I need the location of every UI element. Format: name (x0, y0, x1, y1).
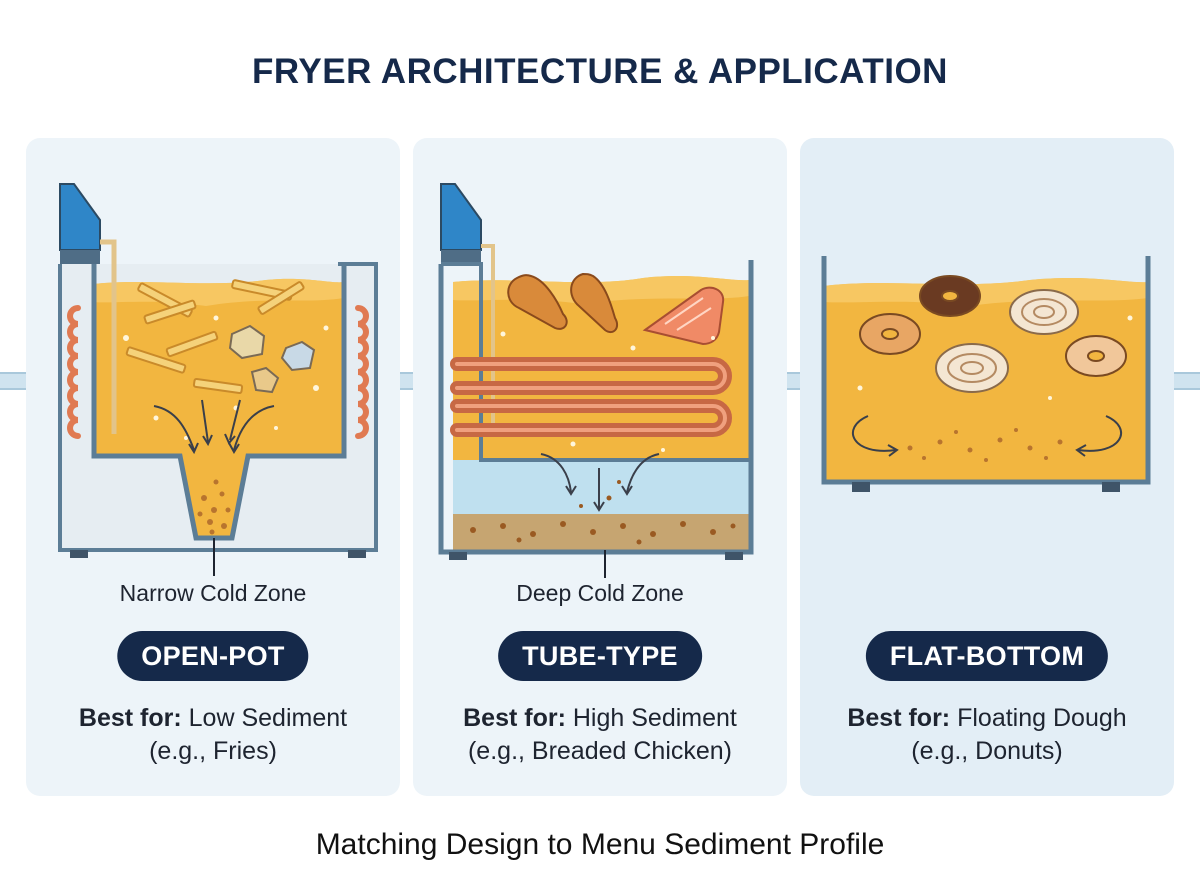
panel-flat-bottom: FLAT-BOTTOM Best for: Floating Dough (e.… (800, 138, 1174, 796)
zone-label: Deep Cold Zone (516, 580, 684, 606)
example-text: (e.g., Donuts) (911, 737, 1063, 765)
best-for-value: High Sediment (572, 704, 737, 732)
best-for-value: Floating Dough (957, 704, 1127, 732)
best-for-text: Best for: Floating Dough (e.g., Donuts) (800, 702, 1174, 768)
best-for-label: Best for: (847, 704, 951, 732)
panel-tube-type: Deep Cold Zone TUBE-TYPE Best for: High … (413, 138, 787, 796)
tube-type-fryer-illustration (438, 183, 754, 578)
zone-label: Narrow Cold Zone (119, 580, 307, 606)
fryer-type-badge: OPEN-POT (117, 631, 309, 681)
best-for-label: Best for: (78, 704, 182, 732)
best-for-label: Best for: (463, 704, 566, 732)
fryer-type-badge: TUBE-TYPE (498, 631, 702, 681)
best-for-value: Low Sediment (188, 704, 348, 732)
example-text: (e.g., Fries) (149, 737, 277, 765)
best-for-text: Best for: High Sediment (e.g., Breaded C… (413, 702, 787, 768)
page-title: FRYER ARCHITECTURE & APPLICATION (252, 52, 948, 91)
panel-open-pot: Narrow Cold Zone OPEN-POT Best for: Low … (26, 138, 400, 796)
footer-caption: Matching Design to Menu Sediment Profile (315, 828, 885, 861)
best-for-text: Best for: Low Sediment (e.g., Fries) (26, 702, 400, 768)
flat-bottom-fryer-illustration (821, 256, 1151, 492)
open-pot-fryer-illustration (58, 183, 378, 576)
example-text: (e.g., Breaded Chicken) (467, 737, 733, 765)
fryer-type-badge: FLAT-BOTTOM (865, 631, 1109, 681)
